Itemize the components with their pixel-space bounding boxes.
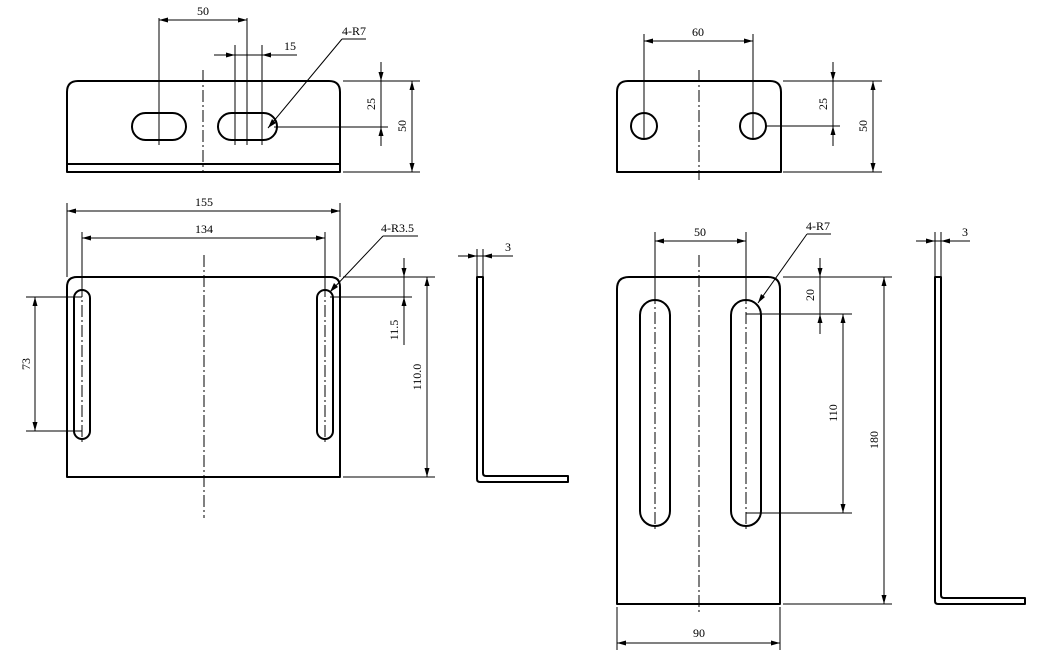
front-right-dim-slot-offset: 20: [803, 289, 817, 301]
front-left-view: 155 134 4-R3.5 73 11.5 110.0: [19, 195, 435, 518]
top-left-view: 50 15 4-R7 25 50: [66, 4, 420, 173]
front-right-dim-slot-pitch: 50: [694, 225, 706, 239]
side-right-view: 3: [916, 225, 1026, 605]
front-left-dim-slot-pitch: 134: [195, 222, 213, 236]
top-right-dim-hole-pitch: 60: [692, 25, 704, 39]
front-right-dim-slot-length: 110: [826, 404, 840, 422]
side-left-view: 3: [458, 240, 569, 483]
top-right-dim-hole-height: 25: [816, 98, 830, 110]
top-right-outline: [616, 80, 782, 173]
side-right-dim-thickness: 3: [962, 225, 968, 239]
top-right-dim-height: 50: [856, 120, 870, 132]
top-left-dim-hole-height: 25: [364, 98, 378, 110]
top-right-view: 60 25 50: [616, 25, 882, 180]
front-left-dim-slot-length: 73: [19, 358, 33, 370]
front-left-dim-height: 110.0: [410, 364, 424, 391]
side-left-dim-thickness: 3: [505, 240, 511, 254]
front-right-outline: [616, 276, 781, 605]
front-left-dim-radius: 4-R3.5: [381, 221, 414, 235]
front-right-view: 50 4-R7 20 110 180 90: [616, 219, 892, 650]
front-left-dim-overall-width: 155: [195, 195, 213, 209]
top-left-dim-hole-width: 15: [284, 39, 296, 53]
top-left-outline: [66, 80, 341, 173]
top-left-dim-radius: 4-R7: [342, 24, 366, 38]
front-right-dim-height: 180: [867, 431, 881, 449]
front-left-dim-slot-offset: 11.5: [387, 320, 401, 341]
side-left-profile: [476, 276, 569, 483]
front-left-outline: [66, 276, 341, 478]
top-left-dim-slot-pitch: 50: [197, 4, 209, 18]
front-right-dim-width: 90: [693, 626, 705, 640]
top-left-dim-height: 50: [395, 120, 409, 132]
front-right-dim-radius: 4-R7: [806, 219, 830, 233]
side-right-profile: [934, 276, 1026, 605]
